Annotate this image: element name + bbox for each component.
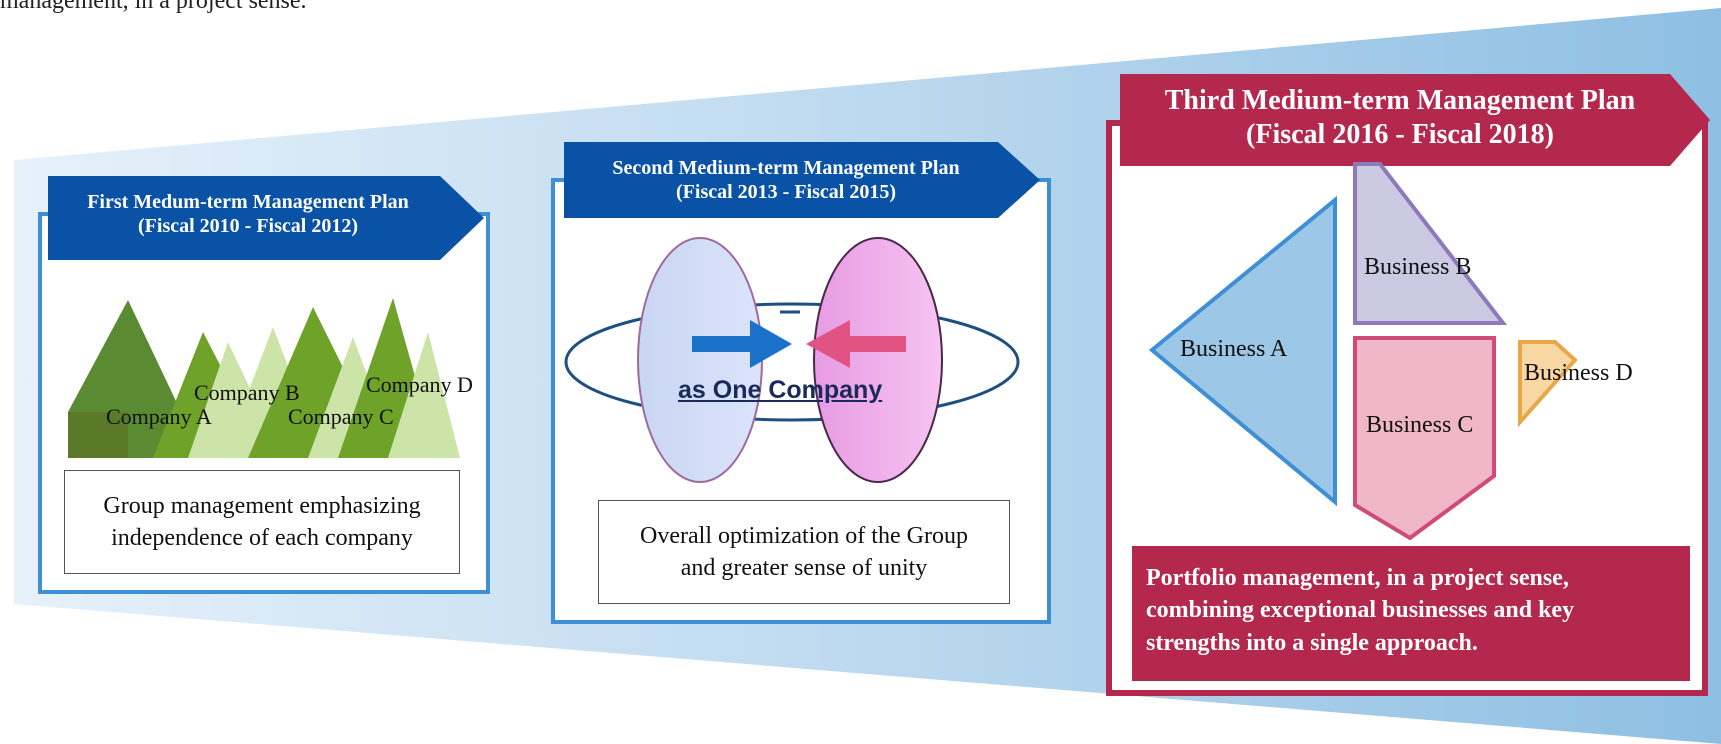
first-plan-title: First Medum-term Management Plan (Fiscal… [87, 191, 409, 237]
business-a-label: Business A [1180, 336, 1288, 362]
company-d-label: Company D [366, 372, 473, 397]
company-a-label: Company A [106, 404, 212, 429]
mountains-illustration [68, 298, 460, 458]
top-text-fragment: management, in a project sense. [0, 0, 307, 14]
business-b-label: Business B [1364, 254, 1472, 280]
business-d-label: Business D [1524, 360, 1633, 386]
as-one-company-slogan: as One Company [678, 376, 883, 404]
first-plan-banner [48, 176, 484, 260]
second-plan-caption: Overall optimization of the Group and gr… [598, 500, 1010, 604]
unity-illustration [564, 237, 1020, 483]
business-c-label: Business C [1366, 412, 1474, 438]
first-plan-caption: Group management emphasizing independenc… [64, 470, 460, 574]
second-plan-title: Second Medium-term Management Plan (Fisc… [612, 157, 960, 203]
third-plan-banner [1120, 74, 1710, 166]
company-b-label: Company B [194, 380, 300, 405]
company-c-label: Company C [288, 404, 394, 429]
second-plan-banner [564, 142, 1040, 218]
third-plan-summary: Portfolio management, in a project sense… [1132, 546, 1690, 681]
business-portfolio-illustration [1148, 162, 1578, 541]
third-plan-title: Third Medium-term Management Plan (Fisca… [1164, 85, 1636, 150]
